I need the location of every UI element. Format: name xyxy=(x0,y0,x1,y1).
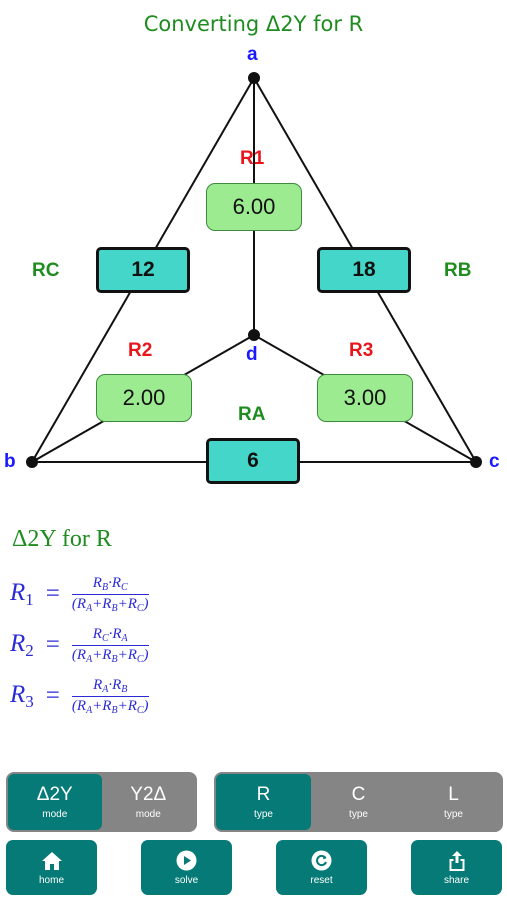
r2-value-field[interactable]: 2.00 xyxy=(96,374,192,422)
r1-label: R1 xyxy=(240,148,265,169)
node-label-a: a xyxy=(247,44,258,65)
formula-lhs: R3 xyxy=(10,680,34,711)
formula-fraction: RA·RB (RA+RB+RC) xyxy=(71,676,149,716)
formula-fraction: RC·RA (RA+RB+RC) xyxy=(71,625,149,665)
home-icon xyxy=(41,850,63,872)
type-c[interactable]: C type xyxy=(349,784,368,820)
node-c-dot xyxy=(470,456,482,468)
formula-equals: = xyxy=(45,631,60,658)
ra-value-field[interactable]: 6 xyxy=(206,438,300,484)
node-a-dot xyxy=(248,72,260,84)
node-b-dot xyxy=(26,456,38,468)
share-button[interactable]: share xyxy=(411,840,502,895)
page-title: Converting Δ2Y for R xyxy=(143,12,364,36)
rb-value-field[interactable]: 18 xyxy=(317,247,411,293)
node-d-dot xyxy=(248,329,260,341)
mode-segmented-control: Δ2Y mode Y2Δ mode xyxy=(6,772,197,832)
mode-delta-to-wye[interactable]: Δ2Y mode xyxy=(8,774,102,830)
formula-r1: R1 = RB·RC (RA+RB+RC) xyxy=(10,571,149,617)
play-circle-icon xyxy=(176,850,198,872)
ra-label: RA xyxy=(238,404,266,425)
node-label-b: b xyxy=(4,451,16,472)
mode-wye-to-delta[interactable]: Y2Δ mode xyxy=(130,784,167,820)
node-label-c: c xyxy=(489,451,500,472)
r3-value-field[interactable]: 3.00 xyxy=(317,374,413,422)
formula-equals: = xyxy=(45,580,60,607)
type-r[interactable]: R type xyxy=(216,774,311,830)
share-icon xyxy=(446,850,468,872)
solve-button[interactable]: solve xyxy=(141,840,232,895)
reset-button[interactable]: reset xyxy=(276,840,367,895)
type-segmented-control: R type C type L type xyxy=(214,772,503,832)
formula-fraction: RB·RC (RA+RB+RC) xyxy=(71,574,149,614)
formula-heading: Δ2Y for R xyxy=(12,526,112,552)
rb-label: RB xyxy=(444,260,472,281)
reset-circle-icon xyxy=(311,850,333,872)
r3-label: R3 xyxy=(349,340,374,361)
formula-equals: = xyxy=(45,682,60,709)
node-label-d: d xyxy=(246,344,258,365)
rc-value-field[interactable]: 12 xyxy=(96,247,190,293)
formula-lhs: R1 xyxy=(10,578,34,609)
formula-lhs: R2 xyxy=(10,629,34,660)
formula-r3: R3 = RA·RB (RA+RB+RC) xyxy=(10,673,149,719)
rc-label: RC xyxy=(32,260,60,281)
r2-label: R2 xyxy=(128,340,153,361)
home-button[interactable]: home xyxy=(6,840,97,895)
r1-value-field[interactable]: 6.00 xyxy=(206,183,302,231)
formula-r2: R2 = RC·RA (RA+RB+RC) xyxy=(10,622,149,668)
type-l[interactable]: L type xyxy=(444,784,463,820)
